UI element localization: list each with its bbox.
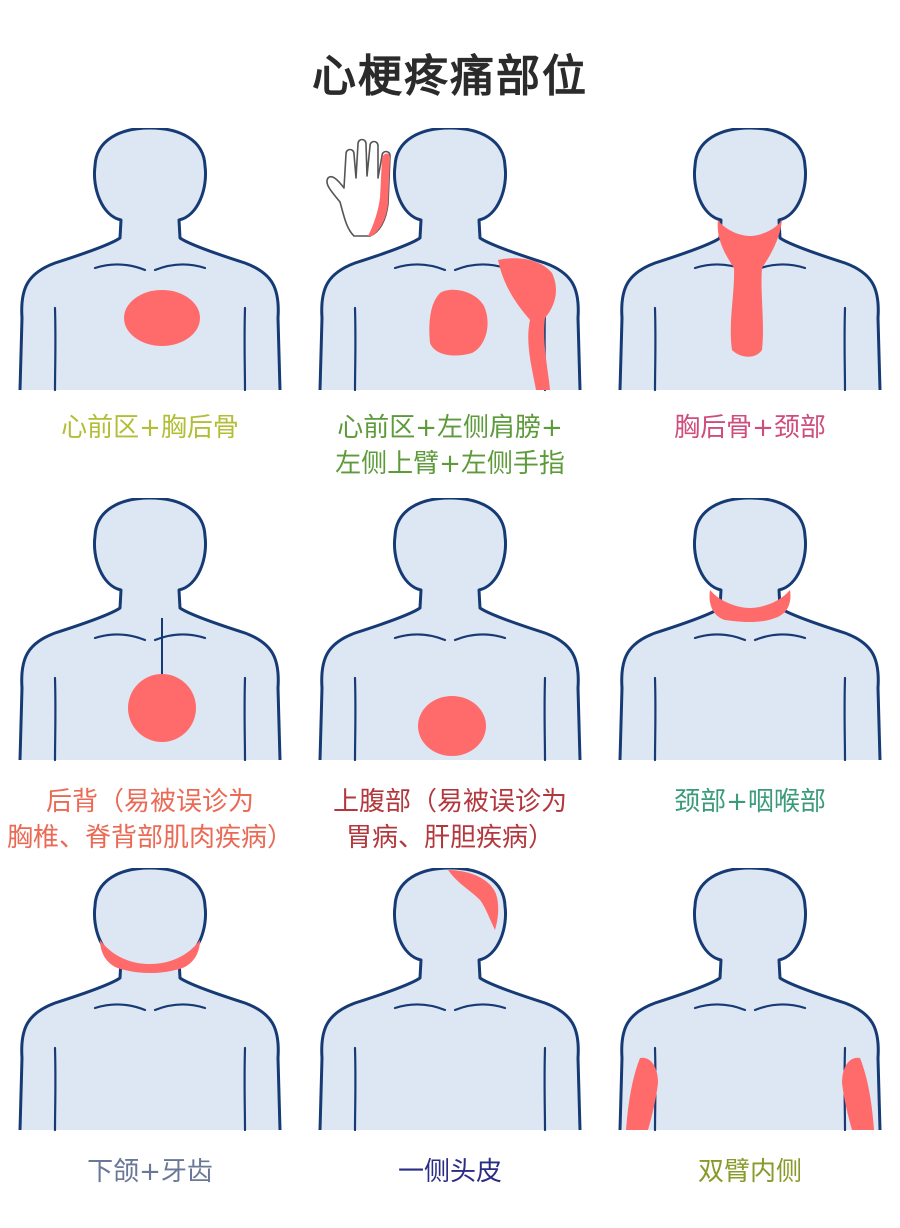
caption-line: 上腹部（易被误诊为	[300, 784, 600, 820]
body-figure	[300, 868, 600, 1132]
panel-back: 后背（易被误诊为胸椎、脊背部肌肉疾病）	[0, 498, 300, 858]
panel-caption: 心前区+左侧肩膀+左侧上臂+左侧手指	[300, 410, 600, 482]
pain-area	[128, 674, 196, 742]
panel-neck-sternum: 胸后骨+颈部	[600, 128, 900, 488]
body-figure	[0, 868, 300, 1132]
panel-upper-abdomen: 上腹部（易被误诊为胃病、肝胆疾病）	[300, 498, 600, 858]
panel-caption: 心前区+胸后骨	[0, 410, 300, 446]
panel-neck-throat: 颈部+咽喉部	[600, 498, 900, 858]
panel-caption: 下颌+牙齿	[0, 1154, 300, 1190]
caption-line: 双臂内侧	[600, 1154, 900, 1190]
caption-line: 心前区+胸后骨	[0, 410, 300, 446]
body-silhouette	[20, 128, 280, 390]
panel-chest-left-shoulder-arm-hand: 心前区+左侧肩膀+左侧上臂+左侧手指	[300, 128, 600, 488]
pain-area	[418, 696, 486, 756]
panel-caption: 颈部+咽喉部	[600, 784, 900, 820]
body-figure	[0, 128, 300, 392]
page-title: 心梗疼痛部位	[0, 40, 900, 104]
body-silhouette	[320, 868, 580, 1130]
caption-line: 后背（易被误诊为	[0, 784, 300, 820]
body-figure	[300, 498, 600, 762]
caption-line: 胸椎、脊背部肌肉疾病）	[0, 820, 300, 856]
caption-line: 左侧上臂+左侧手指	[300, 446, 600, 482]
panel-inner-arms: 双臂内侧	[600, 868, 900, 1228]
panel-chest-center: 心前区+胸后骨	[0, 128, 300, 488]
panel-caption: 一侧头皮	[300, 1154, 600, 1190]
pain-area	[124, 290, 200, 346]
body-figure	[0, 498, 300, 762]
panel-jaw: 下颌+牙齿	[0, 868, 300, 1228]
panel-caption: 上腹部（易被误诊为胃病、肝胆疾病）	[300, 784, 600, 856]
caption-line: 心前区+左侧肩膀+	[300, 410, 600, 446]
body-figure	[600, 128, 900, 392]
hand-icon	[327, 140, 390, 237]
panel-caption: 双臂内侧	[600, 1154, 900, 1190]
caption-line: 一侧头皮	[300, 1154, 600, 1190]
body-silhouette	[620, 868, 880, 1130]
body-figure	[600, 498, 900, 762]
caption-line: 胸后骨+颈部	[600, 410, 900, 446]
caption-line: 下颌+牙齿	[0, 1154, 300, 1190]
body-figure	[300, 128, 600, 392]
body-silhouette	[620, 498, 880, 760]
pain-area	[429, 290, 487, 356]
body-figure	[600, 868, 900, 1132]
panel-caption: 后背（易被误诊为胸椎、脊背部肌肉疾病）	[0, 784, 300, 856]
panel-caption: 胸后骨+颈部	[600, 410, 900, 446]
panel-scalp-side: 一侧头皮	[300, 868, 600, 1228]
caption-line: 颈部+咽喉部	[600, 784, 900, 820]
body-silhouette	[20, 868, 280, 1130]
caption-line: 胃病、肝胆疾病）	[300, 820, 600, 856]
